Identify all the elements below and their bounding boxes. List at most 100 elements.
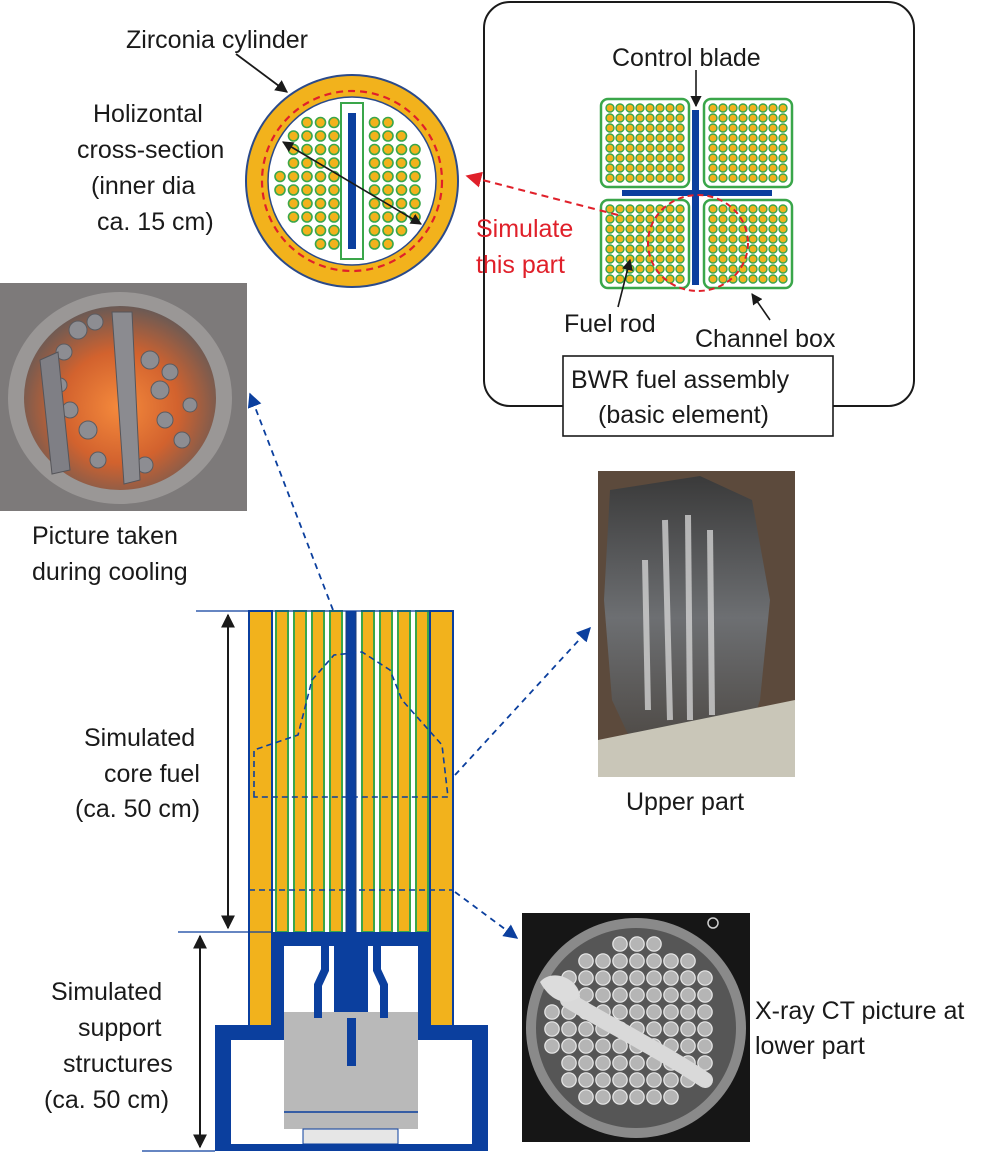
ct-rod (612, 1089, 628, 1105)
cross-section-rod (368, 238, 381, 250)
fuel-rod-dot (768, 123, 778, 133)
fuel-rod-dot (778, 254, 788, 264)
fuel-rod-dot (778, 173, 788, 183)
right-zirconia-wall (429, 610, 454, 1032)
fuel-rod-dot (645, 264, 655, 274)
fuel-rod-dot (718, 274, 728, 284)
ct-rod (561, 1021, 577, 1037)
ct-rod (612, 987, 628, 1003)
ct-rod (578, 953, 594, 969)
fuel-rod-dot (758, 113, 768, 123)
cross-section-rod (314, 116, 327, 129)
core-fuel-line3: (ca. 50 cm) (75, 795, 200, 823)
fuel-rod-dot (718, 214, 728, 224)
fuel-rod-dot (708, 163, 718, 173)
photo-upper-base (598, 700, 795, 777)
xray-line1: X-ray CT picture at (755, 997, 964, 1025)
channel-box-arrow (751, 293, 771, 321)
fuel-rod-dot (748, 103, 758, 113)
cross-section-rod (395, 197, 408, 210)
fuel-rod-dot (778, 143, 788, 153)
fuel-rod-dot (655, 143, 665, 153)
fuel-rod-dot (758, 123, 768, 133)
fuel-rod-dot (718, 254, 728, 264)
ct-rod (629, 1055, 645, 1071)
fuel-rod-dot (778, 123, 788, 133)
fuel-rod-dot (718, 133, 728, 143)
fuel-rod-dot (665, 123, 675, 133)
cross-section-rod (301, 116, 313, 129)
photo-cooling-blade (111, 311, 141, 485)
ct-rod (646, 970, 662, 986)
inner-diameter-arrow (282, 141, 422, 225)
simulate-label-line1: Simulate (476, 215, 573, 243)
fuel-rod-column (275, 610, 289, 933)
fuel-rod-dot (738, 274, 748, 284)
cross-section-rod (409, 170, 421, 183)
cross-section-rod (368, 157, 381, 169)
picture-cooling-line2: during cooling (32, 558, 188, 586)
fuel-rod-dot (665, 173, 675, 183)
ct-rod (663, 1072, 679, 1088)
cross-section-rod (368, 170, 381, 183)
fuel-rod-dot (718, 204, 728, 214)
fuel-rod-dot (768, 163, 778, 173)
fuel-rod-dot (738, 103, 748, 113)
fuel-rod-dot (625, 153, 635, 163)
fuel-rod-dot (778, 133, 788, 143)
fuel-rod-dot (635, 123, 645, 133)
cross-section-rod (382, 238, 394, 250)
fuel-rod-dot (665, 264, 675, 274)
fuel-rod-dot (758, 264, 768, 274)
picture-cooling-line1: Picture taken (32, 522, 178, 550)
cross-section-rod (328, 224, 340, 237)
zirconia-cylinder-label: Zirconia cylinder (126, 26, 308, 54)
support-line2: support (78, 1014, 161, 1042)
core-fuel-line2: core fuel (104, 760, 200, 788)
fuel-rod-dot (655, 274, 665, 284)
fuel-rod-dot (758, 234, 768, 244)
fuel-rod-dot (665, 163, 675, 173)
fuel-rod-dot (768, 113, 778, 123)
fuel-rod-dot (625, 214, 635, 224)
fuel-rod-dot (758, 274, 768, 284)
fuel-rod-dot (615, 264, 625, 274)
fuel-rod-dot (605, 244, 615, 254)
cross-section-rod (409, 143, 421, 156)
fuel-rod-dot (655, 123, 665, 133)
fuel-rod-dot (625, 204, 635, 214)
ct-rod (612, 1004, 628, 1020)
cross-section-rod (274, 184, 286, 196)
fuel-rod-dot (778, 274, 788, 284)
ct-rod (680, 953, 696, 969)
cross-section-rod (395, 184, 408, 196)
cross-section-rod (301, 157, 313, 169)
fuel-rod-column (397, 610, 411, 933)
fuel-rod-dot (615, 234, 625, 244)
cross-section-rod (314, 197, 327, 210)
fuel-rod-dot (655, 113, 665, 123)
fuel-rod-dot (708, 113, 718, 123)
left-zirconia-wall (248, 610, 273, 1032)
fuel-rod-dot (625, 224, 635, 234)
fuel-rod-dot (758, 204, 768, 214)
fuel-rod-dot (655, 244, 665, 254)
cross-section-rod (368, 224, 381, 237)
fuel-rod-dot (768, 234, 778, 244)
bwr-label-line1: BWR fuel assembly (571, 366, 790, 394)
cross-section-rod (328, 157, 340, 169)
fuel-rod-dot (778, 224, 788, 234)
ct-rod (697, 970, 713, 986)
ct-rod (697, 1021, 713, 1037)
cross-section-rod (328, 197, 340, 210)
ct-rod (629, 1072, 645, 1088)
fuel-rod-dot (635, 103, 645, 113)
ct-rod (561, 1072, 577, 1088)
control-blade-label: Control blade (612, 44, 761, 72)
fuel-rod-dot (778, 204, 788, 214)
fuel-bundles (599, 97, 794, 290)
photo-upper (598, 471, 795, 777)
simulate-area-circle (647, 194, 749, 292)
fuel-rod-dot (748, 244, 758, 254)
